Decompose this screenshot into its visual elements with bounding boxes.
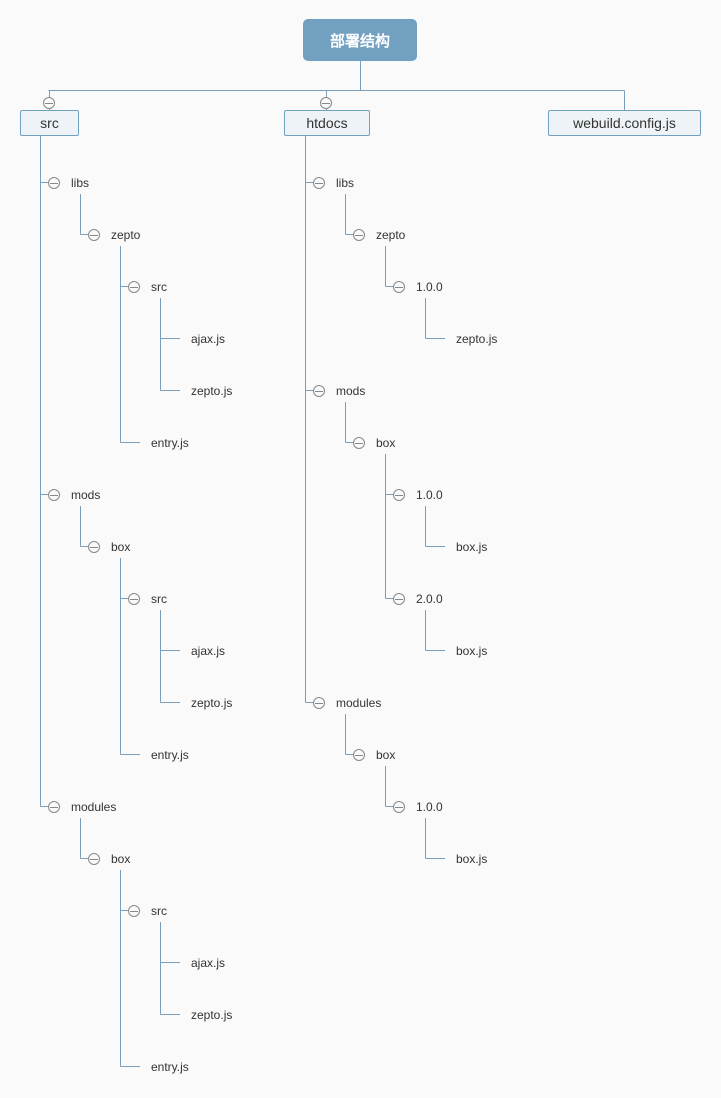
- collapse-toggle-icon[interactable]: [313, 177, 325, 189]
- collapse-toggle-icon[interactable]: [353, 749, 365, 761]
- collapse-toggle-icon[interactable]: [393, 281, 405, 293]
- collapse-toggle-icon[interactable]: [393, 489, 405, 501]
- tree-node-zepto[interactable]: zepto: [376, 228, 406, 242]
- top-node-webuild-config-js[interactable]: webuild.config.js: [548, 110, 701, 136]
- collapse-toggle-icon[interactable]: [48, 489, 60, 501]
- tree-node-src[interactable]: src: [151, 280, 167, 294]
- tree-node-src[interactable]: src: [151, 592, 167, 606]
- collapse-toggle-icon[interactable]: [128, 905, 140, 917]
- tree-node-box[interactable]: box: [376, 436, 396, 450]
- collapse-toggle-icon[interactable]: [48, 177, 60, 189]
- tree-node-mods[interactable]: mods: [71, 488, 101, 502]
- root-topic[interactable]: 部署结构: [303, 19, 417, 61]
- tree-node-box-js[interactable]: box.js: [456, 852, 488, 866]
- tree-node-ajax-js[interactable]: ajax.js: [191, 332, 226, 346]
- collapse-toggle-icon[interactable]: [43, 97, 55, 109]
- tree-node-modules[interactable]: modules: [336, 696, 382, 710]
- collapse-toggle-icon[interactable]: [88, 541, 100, 553]
- tree-node-box-js[interactable]: box.js: [456, 540, 488, 554]
- tree-node-src[interactable]: src: [151, 904, 167, 918]
- tree-node-entry-js[interactable]: entry.js: [151, 748, 189, 762]
- tree-node-libs[interactable]: libs: [336, 176, 355, 190]
- collapse-toggle-icon[interactable]: [320, 97, 332, 109]
- collapse-toggle-icon[interactable]: [313, 385, 325, 397]
- tree-node-2-0-0[interactable]: 2.0.0: [416, 592, 443, 606]
- tree-node-1-0-0[interactable]: 1.0.0: [416, 800, 443, 814]
- tree-node-zepto-js[interactable]: zepto.js: [456, 332, 498, 346]
- collapse-toggle-icon[interactable]: [128, 593, 140, 605]
- tree-node-mods[interactable]: mods: [336, 384, 366, 398]
- tree-node-modules[interactable]: modules: [71, 800, 117, 814]
- tree-node-zepto-js[interactable]: zepto.js: [191, 1008, 233, 1022]
- tree-node-ajax-js[interactable]: ajax.js: [191, 956, 226, 970]
- tree-node-zepto-js[interactable]: zepto.js: [191, 696, 233, 710]
- top-node-src[interactable]: src: [20, 110, 79, 136]
- tree-node-box[interactable]: box: [376, 748, 396, 762]
- tree-node-1-0-0[interactable]: 1.0.0: [416, 280, 443, 294]
- collapse-toggle-icon[interactable]: [393, 593, 405, 605]
- tree-node-box[interactable]: box: [111, 540, 131, 554]
- tree-node-zepto[interactable]: zepto: [111, 228, 141, 242]
- collapse-toggle-icon[interactable]: [48, 801, 60, 813]
- tree-node-libs[interactable]: libs: [71, 176, 90, 190]
- tree-node-entry-js[interactable]: entry.js: [151, 1060, 189, 1074]
- tree-node-1-0-0[interactable]: 1.0.0: [416, 488, 443, 502]
- tree-node-box-js[interactable]: box.js: [456, 644, 488, 658]
- tree-node-entry-js[interactable]: entry.js: [151, 436, 189, 450]
- top-node-htdocs[interactable]: htdocs: [284, 110, 370, 136]
- tree-node-box[interactable]: box: [111, 852, 131, 866]
- collapse-toggle-icon[interactable]: [353, 229, 365, 241]
- collapse-toggle-icon[interactable]: [313, 697, 325, 709]
- tree-node-zepto-js[interactable]: zepto.js: [191, 384, 233, 398]
- collapse-toggle-icon[interactable]: [88, 229, 100, 241]
- collapse-toggle-icon[interactable]: [88, 853, 100, 865]
- collapse-toggle-icon[interactable]: [353, 437, 365, 449]
- collapse-toggle-icon[interactable]: [393, 801, 405, 813]
- tree-node-ajax-js[interactable]: ajax.js: [191, 644, 226, 658]
- collapse-toggle-icon[interactable]: [128, 281, 140, 293]
